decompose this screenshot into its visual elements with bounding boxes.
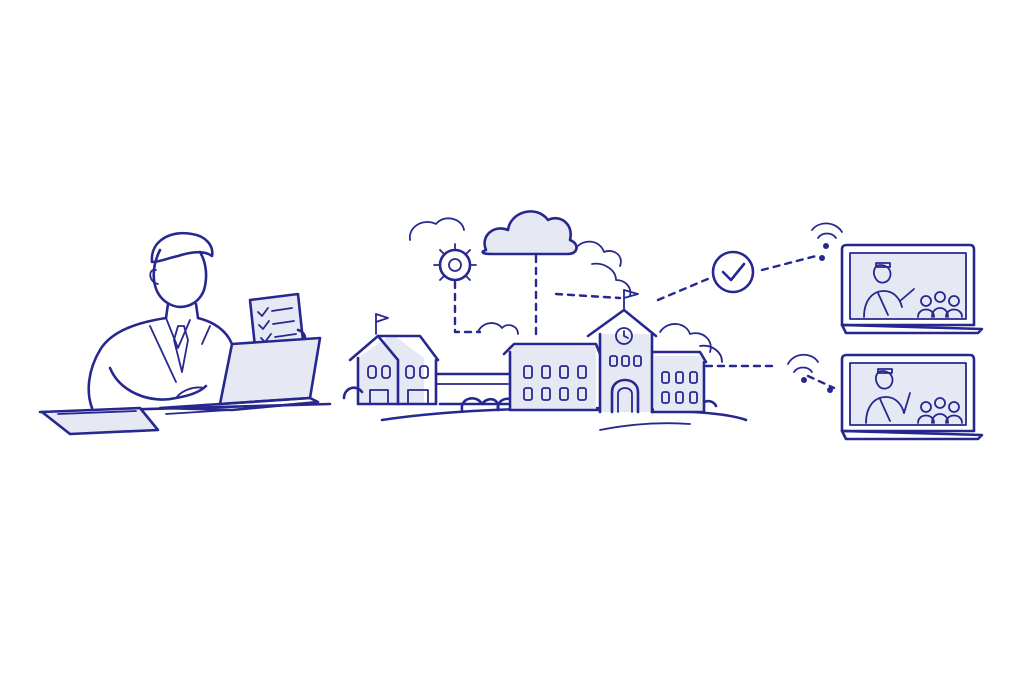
wifi-signal-icon [787,353,833,393]
cloud-icon [481,210,578,256]
person-torso [87,302,234,410]
laptop-icon [158,336,322,415]
clock-icon [615,327,633,345]
wifi-signal-icon [811,222,843,261]
clock-tower [586,289,658,414]
video-lesson-screen-icon [840,243,984,335]
background-clouds [409,217,723,363]
tower-doorway [610,378,640,414]
person-at-laptop-icon [38,231,332,436]
main-school-building [502,342,602,412]
papers-on-desk [40,406,160,436]
network-connectors [453,254,836,390]
person-head [149,231,214,309]
right-wing-building [650,350,708,414]
left-house [348,313,440,406]
video-lesson-screen-icon [840,353,984,441]
school-campus-icon [342,289,748,431]
gear-icon [433,243,477,287]
checkmark-circle-icon [711,250,755,294]
